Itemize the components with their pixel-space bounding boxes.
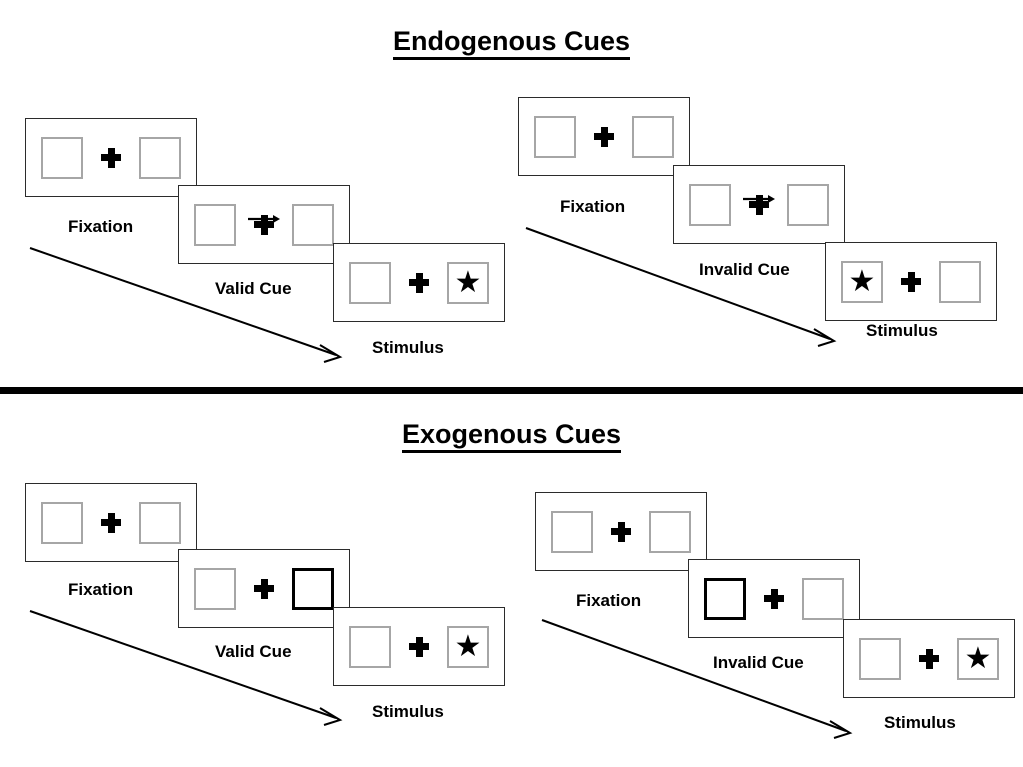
endogenous-invalid-time-arrow <box>525 227 837 347</box>
panel-exogenous-valid-cue <box>178 549 350 628</box>
placeholder-box-right <box>292 203 334 246</box>
fixation-cross-icon <box>764 588 784 609</box>
arrow-right-cue-icon <box>248 214 280 223</box>
fixation-cross-icon <box>101 512 121 533</box>
panel-exogenous-invalid-cue <box>688 559 860 638</box>
placeholder-box-left <box>41 501 83 544</box>
fixation-cross-icon <box>901 271 921 292</box>
caption-endogenous-valid-cue: Valid Cue <box>215 279 292 298</box>
arrow-right-cue-icon <box>743 194 775 203</box>
endogenous-valid-time-arrow <box>29 247 343 363</box>
placeholder-box-right <box>802 577 844 620</box>
placeholder-box-left <box>551 510 593 553</box>
panel-endogenous-invalid-stimulus: ★ <box>825 242 997 321</box>
placeholder-box-left <box>194 203 236 246</box>
panel-exogenous-valid-fixation <box>25 483 197 562</box>
fixation-cross-icon <box>409 272 429 293</box>
section-title-endogenous: Endogenous Cues <box>0 26 1023 60</box>
section-title-exogenous-text: Exogenous Cues <box>401 419 622 453</box>
cued-box-right <box>292 567 334 610</box>
target-box-right: ★ <box>957 637 999 680</box>
placeholder-box-left <box>41 136 83 179</box>
caption-endogenous-invalid-stimulus: Stimulus <box>866 321 938 340</box>
caption-exogenous-valid-fixation: Fixation <box>68 580 134 599</box>
placeholder-box-left <box>534 115 576 158</box>
section-title-endogenous-text: Endogenous Cues <box>392 26 630 60</box>
placeholder-box-left <box>859 637 901 680</box>
star-target-icon: ★ <box>454 265 482 299</box>
panel-endogenous-valid-fixation <box>25 118 197 197</box>
fixation-cross-icon <box>101 147 121 168</box>
star-target-icon: ★ <box>964 641 992 675</box>
cued-box-left <box>704 577 746 620</box>
panel-exogenous-invalid-fixation <box>535 492 707 571</box>
exogenous-valid-time-arrow <box>29 610 343 726</box>
panel-exogenous-invalid-stimulus: ★ <box>843 619 1015 698</box>
caption-exogenous-valid-stimulus: Stimulus <box>372 702 444 721</box>
star-target-icon: ★ <box>848 264 876 298</box>
star-target-icon: ★ <box>454 629 482 663</box>
fixation-cross-icon <box>248 214 280 235</box>
target-box-right: ★ <box>447 625 489 668</box>
placeholder-box-right <box>139 136 181 179</box>
fixation-cross-icon <box>254 578 274 599</box>
caption-endogenous-invalid-cue: Invalid Cue <box>699 260 790 279</box>
panel-endogenous-invalid-fixation <box>518 97 690 176</box>
target-box-right: ★ <box>447 261 489 304</box>
placeholder-box-right <box>649 510 691 553</box>
panel-exogenous-valid-stimulus: ★ <box>333 607 505 686</box>
caption-exogenous-invalid-stimulus: Stimulus <box>884 713 956 732</box>
caption-endogenous-valid-fixation: Fixation <box>68 217 134 236</box>
placeholder-box-right <box>939 260 981 303</box>
target-box-left: ★ <box>841 260 883 303</box>
placeholder-box-left <box>349 261 391 304</box>
placeholder-box-left <box>349 625 391 668</box>
fixation-cross-icon <box>594 126 614 147</box>
caption-exogenous-invalid-cue: Invalid Cue <box>713 653 804 672</box>
fixation-cross-icon <box>409 636 429 657</box>
caption-exogenous-valid-cue: Valid Cue <box>215 642 292 661</box>
panel-endogenous-valid-stimulus: ★ <box>333 243 505 322</box>
placeholder-box-right <box>139 501 181 544</box>
caption-exogenous-invalid-fixation: Fixation <box>576 591 642 610</box>
placeholder-box-right <box>632 115 674 158</box>
panel-endogenous-valid-cue <box>178 185 350 264</box>
placeholder-box-left <box>689 183 731 226</box>
caption-endogenous-invalid-fixation: Fixation <box>560 197 626 216</box>
exogenous-invalid-time-arrow <box>541 619 853 739</box>
panel-endogenous-invalid-cue <box>673 165 845 244</box>
placeholder-box-left <box>194 567 236 610</box>
section-divider <box>0 387 1023 394</box>
placeholder-box-right <box>787 183 829 226</box>
caption-endogenous-valid-stimulus: Stimulus <box>372 338 444 357</box>
fixation-cross-icon <box>743 194 775 215</box>
fixation-cross-icon <box>919 648 939 669</box>
fixation-cross-icon <box>611 521 631 542</box>
section-title-exogenous: Exogenous Cues <box>0 419 1023 453</box>
